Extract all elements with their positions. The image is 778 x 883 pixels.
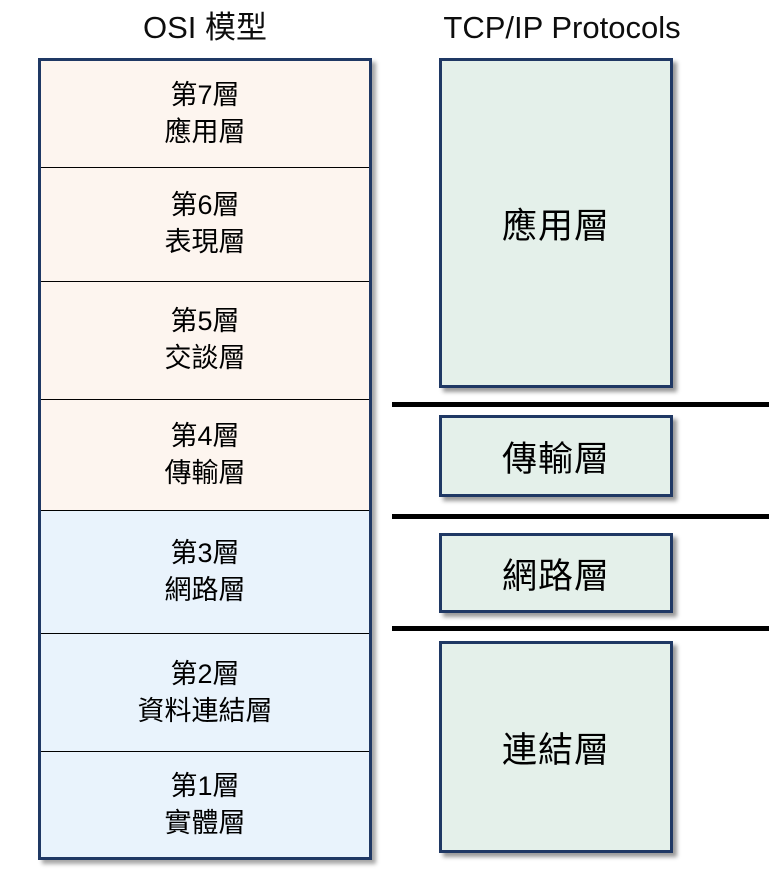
tcpip-divider-2 (392, 514, 769, 519)
osi-layer-7-name: 應用層 (164, 116, 246, 147)
osi-layer-2: 第2層 資料連結層 (41, 632, 369, 752)
tcpip-box-application: 應用層 (439, 58, 673, 388)
osi-layer-6-number: 第6層 (170, 190, 240, 221)
tcpip-box-transport-label: 傳輸層 (501, 439, 610, 479)
osi-layer-1-number: 第1層 (170, 770, 240, 801)
osi-layer-3: 第3層 網路層 (41, 510, 369, 633)
tcpip-divider-3 (392, 626, 769, 631)
osi-layer-5: 第5層 交談層 (41, 281, 369, 399)
osi-layer-7: 第7層 應用層 (41, 61, 369, 167)
tcpip-box-network-label: 網路層 (501, 556, 610, 596)
osi-layer-1: 第1層 實體層 (41, 751, 369, 857)
osi-layer-5-number: 第5層 (170, 306, 240, 337)
osi-layer-2-name: 資料連結層 (137, 695, 273, 726)
osi-stack: 第7層 應用層 第6層 表現層 第5層 交談層 第4層 傳輸層 第3層 網路層 … (38, 58, 372, 860)
osi-layer-4: 第4層 傳輸層 (41, 398, 369, 511)
tcpip-box-link: 連結層 (439, 641, 673, 853)
tcpip-box-application-label: 應用層 (501, 206, 610, 246)
osi-layer-3-number: 第3層 (170, 538, 240, 569)
tcpip-box-network: 網路層 (439, 533, 673, 613)
tcpip-box-link-label: 連結層 (501, 730, 610, 770)
osi-layer-6-name: 表現層 (164, 227, 246, 258)
osi-layer-4-number: 第4層 (170, 421, 240, 452)
osi-layer-7-number: 第7層 (170, 79, 240, 110)
osi-layer-2-number: 第2層 (170, 658, 240, 689)
osi-layer-1-name: 實體層 (164, 807, 246, 838)
osi-layer-6: 第6層 表現層 (41, 166, 369, 282)
osi-layer-5-name: 交談層 (164, 343, 246, 374)
osi-layer-4-name: 傳輸層 (164, 458, 246, 489)
osi-column-title: OSI 模型 (142, 10, 267, 45)
tcpip-divider-1 (392, 402, 769, 407)
tcpip-column-title: TCP/IP Protocols (443, 10, 681, 45)
osi-layer-3-name: 網路層 (164, 575, 246, 606)
tcpip-box-transport: 傳輸層 (439, 415, 673, 497)
